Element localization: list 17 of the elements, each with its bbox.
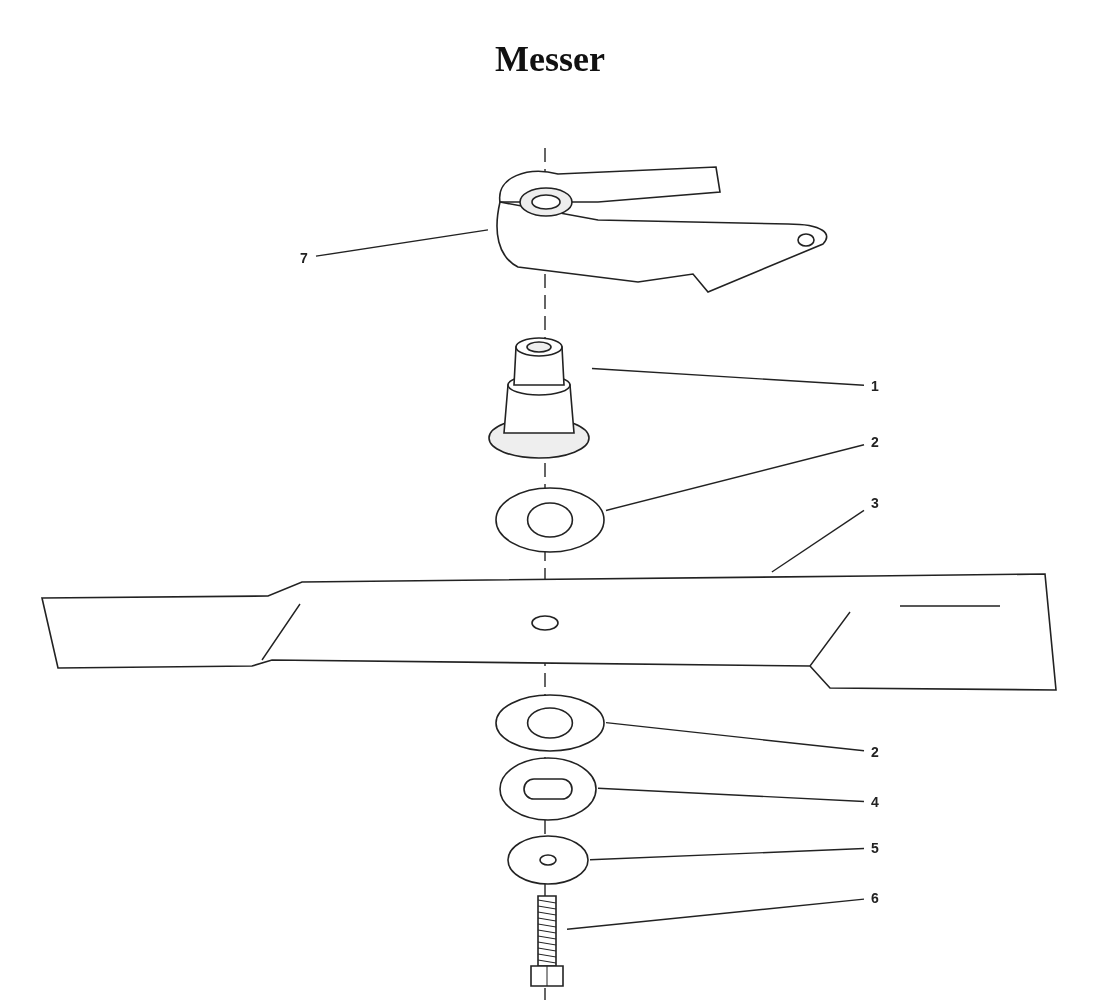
- callout-number: 4: [864, 792, 886, 812]
- leader-line: [315, 229, 489, 257]
- leader-line: [597, 787, 865, 803]
- leader-line: [589, 847, 865, 861]
- callout-number: 2: [864, 432, 886, 452]
- leader-line: [566, 898, 865, 930]
- title: Messer: [494, 38, 606, 80]
- leader-line: [605, 721, 865, 752]
- callout-number: 7: [292, 248, 316, 268]
- leader-line: [605, 444, 865, 512]
- leader-line: [771, 509, 865, 573]
- callout-number: 3: [864, 493, 886, 513]
- leader-line: [591, 367, 865, 386]
- callout-number: 6: [864, 888, 886, 908]
- callout-number: 1: [864, 376, 886, 396]
- callout-number: 2: [864, 742, 886, 762]
- callout-number: 5: [864, 838, 886, 858]
